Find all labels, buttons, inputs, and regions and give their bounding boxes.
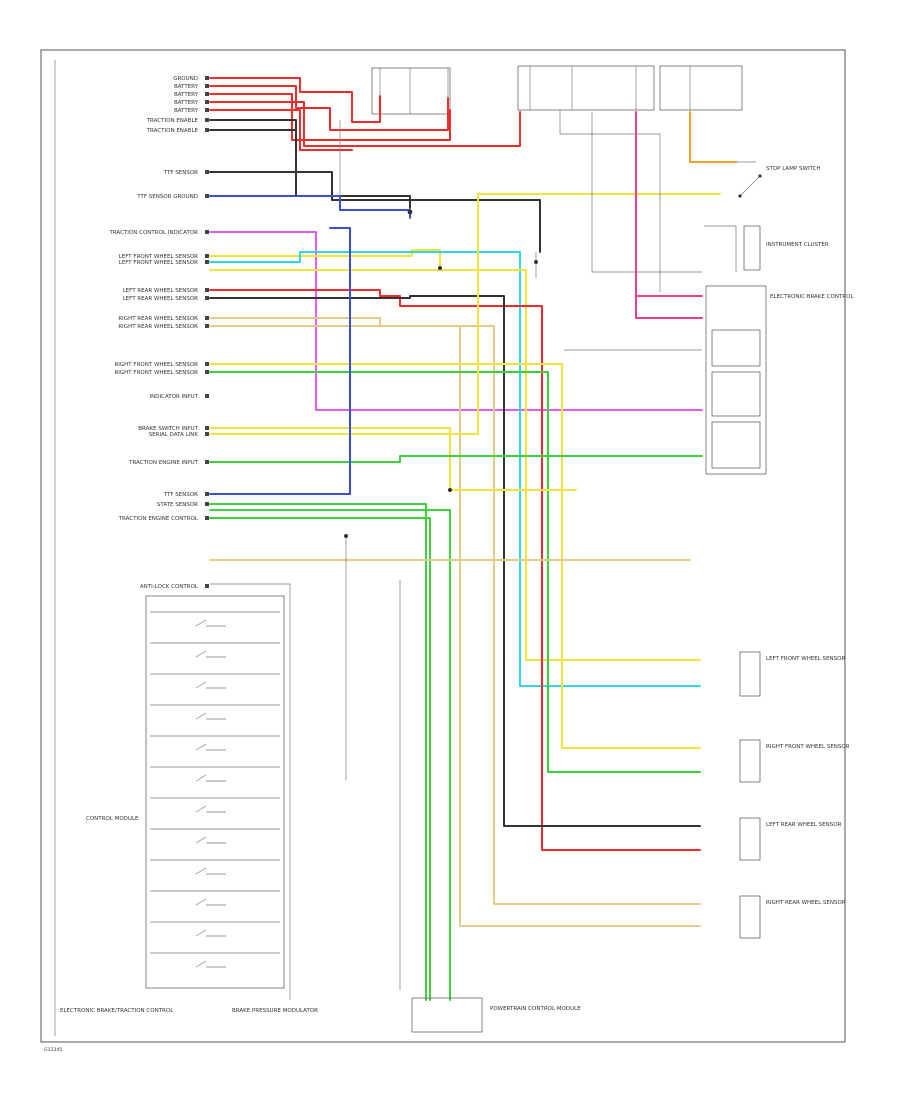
module-switch-symbol [195, 712, 226, 720]
instrument-cluster-label: INSTRUMENT CLUSTER [766, 242, 829, 248]
instrument-cluster: INSTRUMENT CLUSTER [743, 225, 829, 271]
ecu-pin-label: RIGHT FRONT WHEEL SENSOR [114, 362, 198, 368]
module-switch-symbol [195, 743, 226, 751]
ecu-pin-marker [205, 324, 209, 328]
ecu-pin-label: RIGHT FRONT WHEEL SENSOR [114, 370, 198, 376]
ecu-pin-label: BATTERY [174, 92, 199, 98]
ecu-pin-label: TTF SENSOR [163, 492, 198, 498]
diagram-frame [40, 49, 846, 1043]
ecu-pin-marker [205, 362, 209, 366]
ecu-pin-label: LEFT REAR WHEEL SENSOR [123, 288, 199, 294]
ecu-pin-marker [205, 432, 209, 436]
right-rear-wheel-sensor-label: RIGHT REAR WHEEL SENSOR [766, 900, 846, 906]
ecu-pin-label: RIGHT REAR WHEEL SENSOR [118, 324, 198, 330]
ecu-pin-label: TRACTION ENABLE [146, 128, 199, 134]
ecu-pin-marker [205, 76, 209, 80]
ecu-pin-label: BRAKE SWITCH INPUT [138, 426, 198, 432]
ecu-pin-marker [205, 194, 209, 198]
ecu-pin-marker [205, 394, 209, 398]
wheel-sensors: LEFT FRONT WHEEL SENSOR RIGHT FRONT WHEE… [739, 651, 850, 939]
module-switch-symbol [195, 805, 226, 813]
ecu-pin-marker [205, 92, 209, 96]
left-rear-wheel-sensor-label: LEFT REAR WHEEL SENSOR [766, 822, 842, 828]
stop-lamp-switch-label: STOP LAMP SWITCH [766, 166, 821, 172]
electronic-brake-control-label: ELECTRONIC BRAKE CONTROL [770, 294, 854, 300]
ecu-pin-marker [205, 254, 209, 258]
fuse-block [371, 65, 743, 115]
ecu-pin-marker [205, 460, 209, 464]
bpm-note: BRAKE PRESSURE MODULATOR [232, 1008, 318, 1014]
ecu-pin-label: TTF SENSOR GROUND [136, 194, 198, 200]
ecu-pin-marker [205, 296, 209, 300]
ecu-pin-marker [205, 492, 209, 496]
module-switch-symbol [195, 650, 226, 658]
footer-code: G12345 [44, 1047, 62, 1053]
wire-harness [209, 77, 737, 1001]
ecu-pin-marker [205, 426, 209, 430]
ecu-pin-marker [205, 108, 209, 112]
ecu-pin-label: TRACTION ENABLE [146, 118, 199, 124]
ecu-pin-marker [205, 502, 209, 506]
right-front-wheel-sensor-label: RIGHT FRONT WHEEL SENSOR [766, 744, 850, 750]
ecu-pin-label: STATE SENSOR [157, 502, 198, 508]
ecu-pin-label: TRACTION CONTROL INDICATOR [108, 230, 198, 236]
ecu-pin-markers [205, 76, 209, 588]
ecu-pin-label: BATTERY [174, 108, 199, 114]
ecu-pin-label: SERIAL DATA LINK [149, 432, 199, 438]
ecu-pin-marker [205, 170, 209, 174]
ecu-pin-label: BATTERY [174, 100, 199, 106]
ecu-pin-marker [205, 288, 209, 292]
ecu-pin-label: TRACTION ENGINE CONTROL [118, 516, 199, 522]
ecu-pin-label: TRACTION ENGINE INPUT [128, 460, 199, 466]
ecu-pin-label: LEFT FRONT WHEEL SENSOR [119, 254, 198, 260]
module-switch-symbol [195, 867, 226, 875]
module-switch-symbol [195, 619, 226, 627]
ecu-pin-marker [205, 370, 209, 374]
ebtcm-note: ELECTRONIC BRAKE/TRACTION CONTROL [60, 1008, 174, 1014]
ecu-pin-marker [205, 118, 209, 122]
control-module-label: CONTROL MODULE [86, 816, 139, 822]
module-switch-symbol [195, 960, 226, 968]
ecu-pin-marker [205, 128, 209, 132]
module-switch-symbol [195, 774, 226, 782]
ecu-pin-label: BATTERY [174, 84, 199, 90]
ecu-pin-label: LEFT FRONT WHEEL SENSOR [119, 260, 198, 266]
ecu-pin-label: ANTI-LOCK CONTROL [140, 584, 199, 590]
ecu-pin-marker [205, 316, 209, 320]
ecu-pin-marker [205, 230, 209, 234]
module-switch-symbol [195, 836, 226, 844]
ecu-pin-marker [205, 584, 209, 588]
ecu-pin-label: GROUND [173, 76, 198, 82]
powertrain-control-module: POWERTRAIN CONTROL MODULE [411, 997, 581, 1033]
ecu-pin-label-column: GROUND BATTERY BATTERY BATTERY BATTERY TRACTI… [108, 76, 198, 590]
ecu-pin-label: LEFT REAR WHEEL SENSOR [123, 296, 199, 302]
stop-lamp-switch: STOP LAMP SWITCH [736, 161, 821, 198]
ecu-pin-marker [205, 260, 209, 264]
splice-points [344, 209, 538, 538]
control-module: CONTROL MODULE [86, 595, 285, 989]
ecu-pin-label: TTF SENSOR [163, 170, 198, 176]
ecu-pin-marker [205, 516, 209, 520]
module-switch-symbol [195, 898, 226, 906]
module-switch-symbol [195, 929, 226, 937]
ecu-pin-label: RIGHT REAR WHEEL SENSOR [118, 316, 198, 322]
left-front-wheel-sensor-label: LEFT FRONT WHEEL SENSOR [766, 656, 845, 662]
ecu-pin-label: INDICATOR INPUT [150, 394, 199, 400]
electronic-brake-control: ELECTRONIC BRAKE CONTROL [705, 285, 854, 475]
powertrain-control-module-label: POWERTRAIN CONTROL MODULE [490, 1006, 581, 1012]
ecu-pin-marker [205, 84, 209, 88]
ecu-pin-marker [205, 100, 209, 104]
module-switch-symbol [195, 681, 226, 689]
